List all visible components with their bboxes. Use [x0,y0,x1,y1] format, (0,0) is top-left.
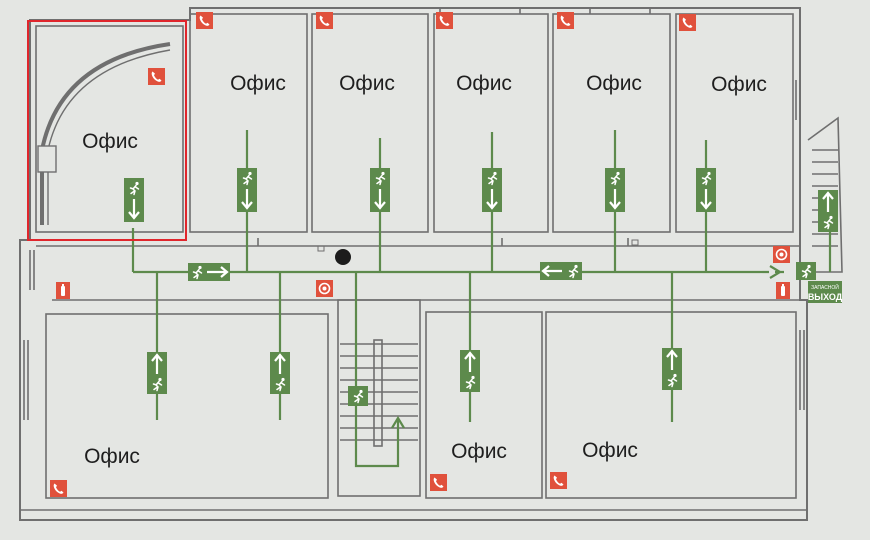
room-label-top-4: Офис [586,72,642,95]
highlight-box [27,20,187,241]
exit-sign-up [147,352,167,394]
room-label-top-1: Офис [230,72,286,95]
phone-icon [316,12,333,29]
phone-icon [50,480,67,497]
room-label-bottom-mid: Офис [451,440,507,463]
phone-icon [679,14,696,31]
exit-sign-stairs [348,386,368,406]
emergency-exit-label: ЗАПАСНОЙ ВЫХОД [808,281,843,303]
fire-alarm-icon [315,279,334,298]
exit-sign-down [605,168,625,212]
socket-marker [631,239,639,246]
emergency-exit-big-text: ВЫХОД [808,292,843,302]
exit-sign-left [540,262,582,280]
phone-icon [557,12,574,29]
room-label-top-3: Офис [456,72,512,95]
room-label-top-2: Офис [339,72,395,95]
phone-icon [196,12,213,29]
room-label-top-left: Офис [82,130,138,153]
phone-icon [430,474,447,491]
room-label-top-5: Офис [711,73,767,96]
room-label-bottom-left: Офис [84,445,140,468]
room-label-bottom-right: Офис [582,439,638,462]
socket-marker [317,245,325,252]
exit-sign-up [460,350,480,392]
exit-sign-down [237,168,257,212]
exit-sign-right [796,262,816,280]
walls [19,7,843,521]
phone-icon [550,472,567,489]
exit-sign-up [818,190,838,232]
exit-sign-up [270,352,290,394]
exit-sign-down [696,168,716,212]
exit-sign-down [482,168,502,212]
phone-icon [148,68,165,85]
exit-sign-up [662,348,682,390]
emergency-exit-small-text: ЗАПАСНОЙ [811,283,839,291]
exit-sign-down [370,168,390,212]
exit-sign-right [188,263,230,281]
exit-sign-down [124,178,144,222]
fire-extinguisher-icon [776,282,790,299]
phone-icon [436,12,453,29]
exit-route-arrow [769,265,783,279]
fire-alarm-icon [772,245,791,264]
fire-extinguisher-icon [56,282,70,299]
column-marker [335,249,351,265]
